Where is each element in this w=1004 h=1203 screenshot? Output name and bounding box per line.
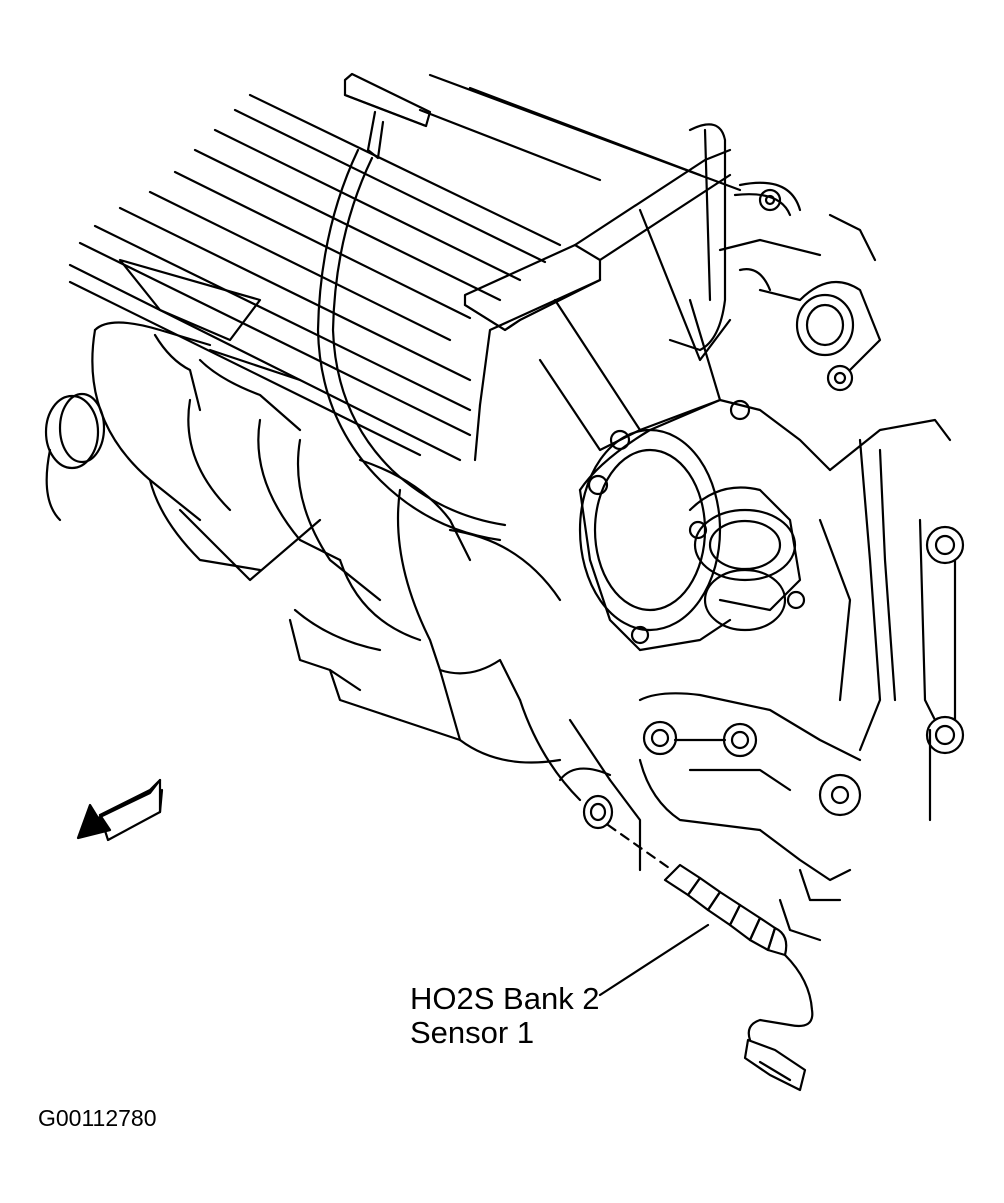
lower-bracket [568,692,862,942]
dipstick [316,72,507,542]
engine-block-lower [288,608,462,742]
center-housing [578,398,832,652]
callout-line-2: Sensor 1 [410,1015,535,1050]
sensor-boss [558,767,614,830]
callout-line-1: HO2S Bank 2 [410,981,600,1016]
exhaust-manifold [91,258,582,802]
coolant-fittings [718,181,882,392]
valve-cover-lines [68,73,742,462]
sensor-callout-label: HO2S Bank 2 Sensor 1 [410,982,600,1050]
direction-arrow-icon [76,778,164,842]
intake-plenum [463,123,732,462]
install-path-dashed [606,823,674,872]
right-bracket [818,418,965,822]
oxygen-sensor [663,863,814,1092]
figure-id: G00112780 [38,1105,157,1131]
callout-leader [598,923,710,997]
left-pulley [44,392,106,522]
